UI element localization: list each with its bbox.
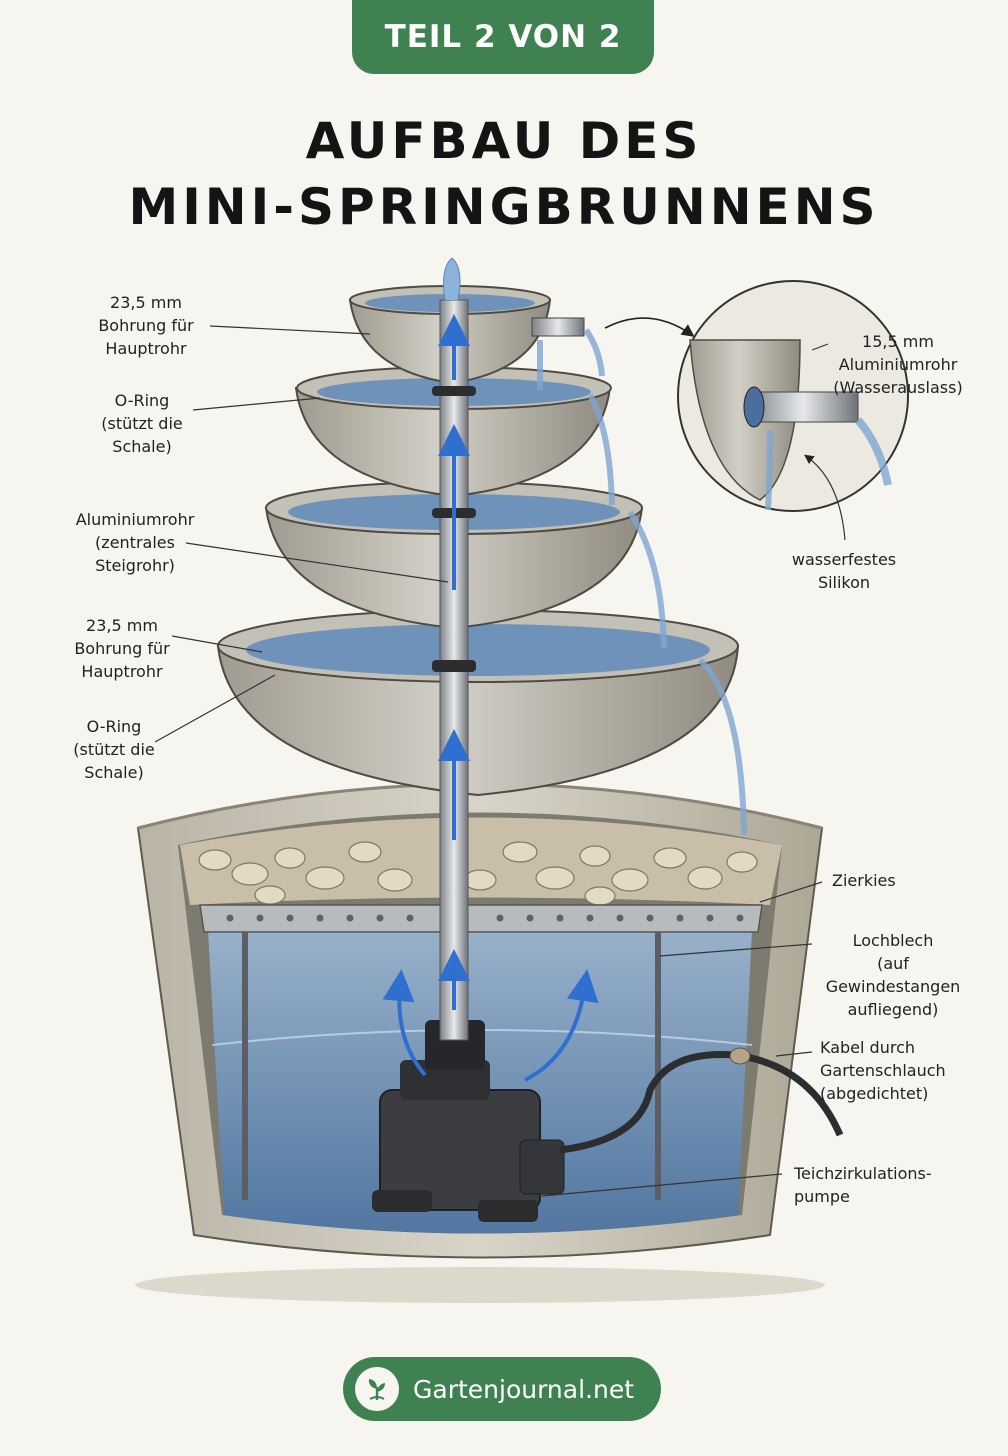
label-bore-bottom: 23,5 mm Bohrung für Hauptrohr bbox=[74, 616, 170, 681]
outlet-pipe bbox=[531, 317, 585, 337]
decorative-gravel bbox=[180, 817, 782, 906]
label-pump: Teichzirkulations- pumpe bbox=[794, 1164, 932, 1206]
label-bore-top: 23,5 mm Bohrung für Hauptrohr bbox=[98, 293, 194, 358]
label-oring-bottom: O-Ring (stützt die Schale) bbox=[73, 717, 155, 782]
bowl-4 bbox=[216, 609, 740, 797]
title-line-2: MINI-SPRINGBRUNNENS bbox=[128, 178, 880, 236]
pond-pump bbox=[372, 1020, 565, 1222]
label-silicone: wasserfestes Silikon bbox=[791, 550, 897, 592]
leader-lines bbox=[154, 325, 846, 1197]
outlet-detail-circle bbox=[677, 280, 909, 512]
detail-pointer-arrow bbox=[604, 317, 695, 337]
perforated-plate bbox=[199, 904, 763, 933]
site-name: Gartenjournal.net bbox=[413, 1374, 635, 1404]
threaded-rods bbox=[242, 932, 661, 1200]
label-gravel: Zierkies bbox=[832, 871, 896, 890]
page-title: AUFBAU DES MINI-SPRINGBRUNNENS bbox=[0, 108, 1008, 240]
part-badge: TEIL 2 VON 2 bbox=[352, 0, 654, 74]
label-outlet-pipe: 15,5 mm Aluminiumrohr (Wasserauslass) bbox=[833, 332, 963, 397]
bowl-2 bbox=[294, 366, 612, 498]
label-cable: Kabel durch Gartenschlauch (abgedichtet) bbox=[820, 1038, 946, 1103]
pump-cable bbox=[559, 1050, 844, 1154]
plant-leaf-icon bbox=[355, 1367, 399, 1411]
o-rings bbox=[432, 386, 476, 672]
title-line-1: AUFBAU DES bbox=[305, 112, 703, 170]
footer-badge: Gartenjournal.net bbox=[343, 1357, 661, 1421]
flow-arrows bbox=[382, 314, 599, 1082]
ground-shadow bbox=[135, 1267, 825, 1303]
label-aluminium-pipe: Aluminiumrohr (zentrales Steigrohr) bbox=[75, 510, 195, 575]
label-perforated-plate: Lochblech (auf Gewindestangen aufliegend… bbox=[825, 931, 961, 1019]
water-cascades bbox=[537, 328, 747, 836]
water-jet bbox=[443, 257, 461, 301]
label-oring-top: O-Ring (stützt die Schale) bbox=[101, 391, 183, 456]
